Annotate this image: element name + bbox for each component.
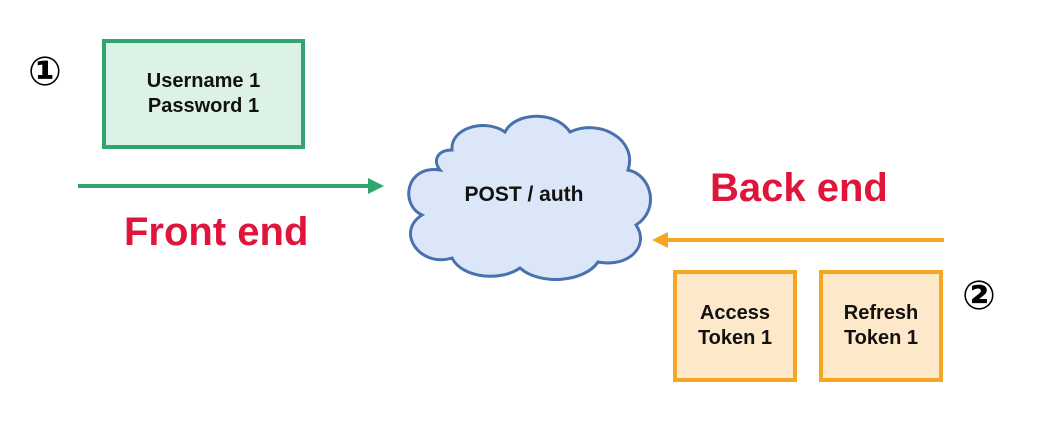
- back-end-label: Back end: [710, 166, 888, 210]
- credentials-box: Username 1 Password 1: [102, 39, 305, 149]
- refresh-token-line1: Refresh: [843, 302, 919, 324]
- auth-endpoint-cloud: [407, 114, 652, 281]
- access-token-line1: Access: [699, 302, 771, 324]
- username-text: Username 1: [146, 70, 261, 92]
- front-end-label: Front end: [124, 210, 309, 254]
- refresh-token-line2: Token 1: [843, 327, 919, 349]
- step-2-marker: ②: [962, 273, 996, 319]
- refresh-token-box: Refresh Token 1: [819, 270, 943, 382]
- request-arrow: [78, 178, 384, 194]
- response-arrow: [652, 232, 944, 248]
- step-1-marker: ①: [28, 49, 62, 95]
- endpoint-label: POST / auth: [464, 183, 584, 206]
- password-text: Password 1: [147, 95, 260, 117]
- access-token-line2: Token 1: [697, 327, 773, 349]
- access-token-box: Access Token 1: [673, 270, 797, 382]
